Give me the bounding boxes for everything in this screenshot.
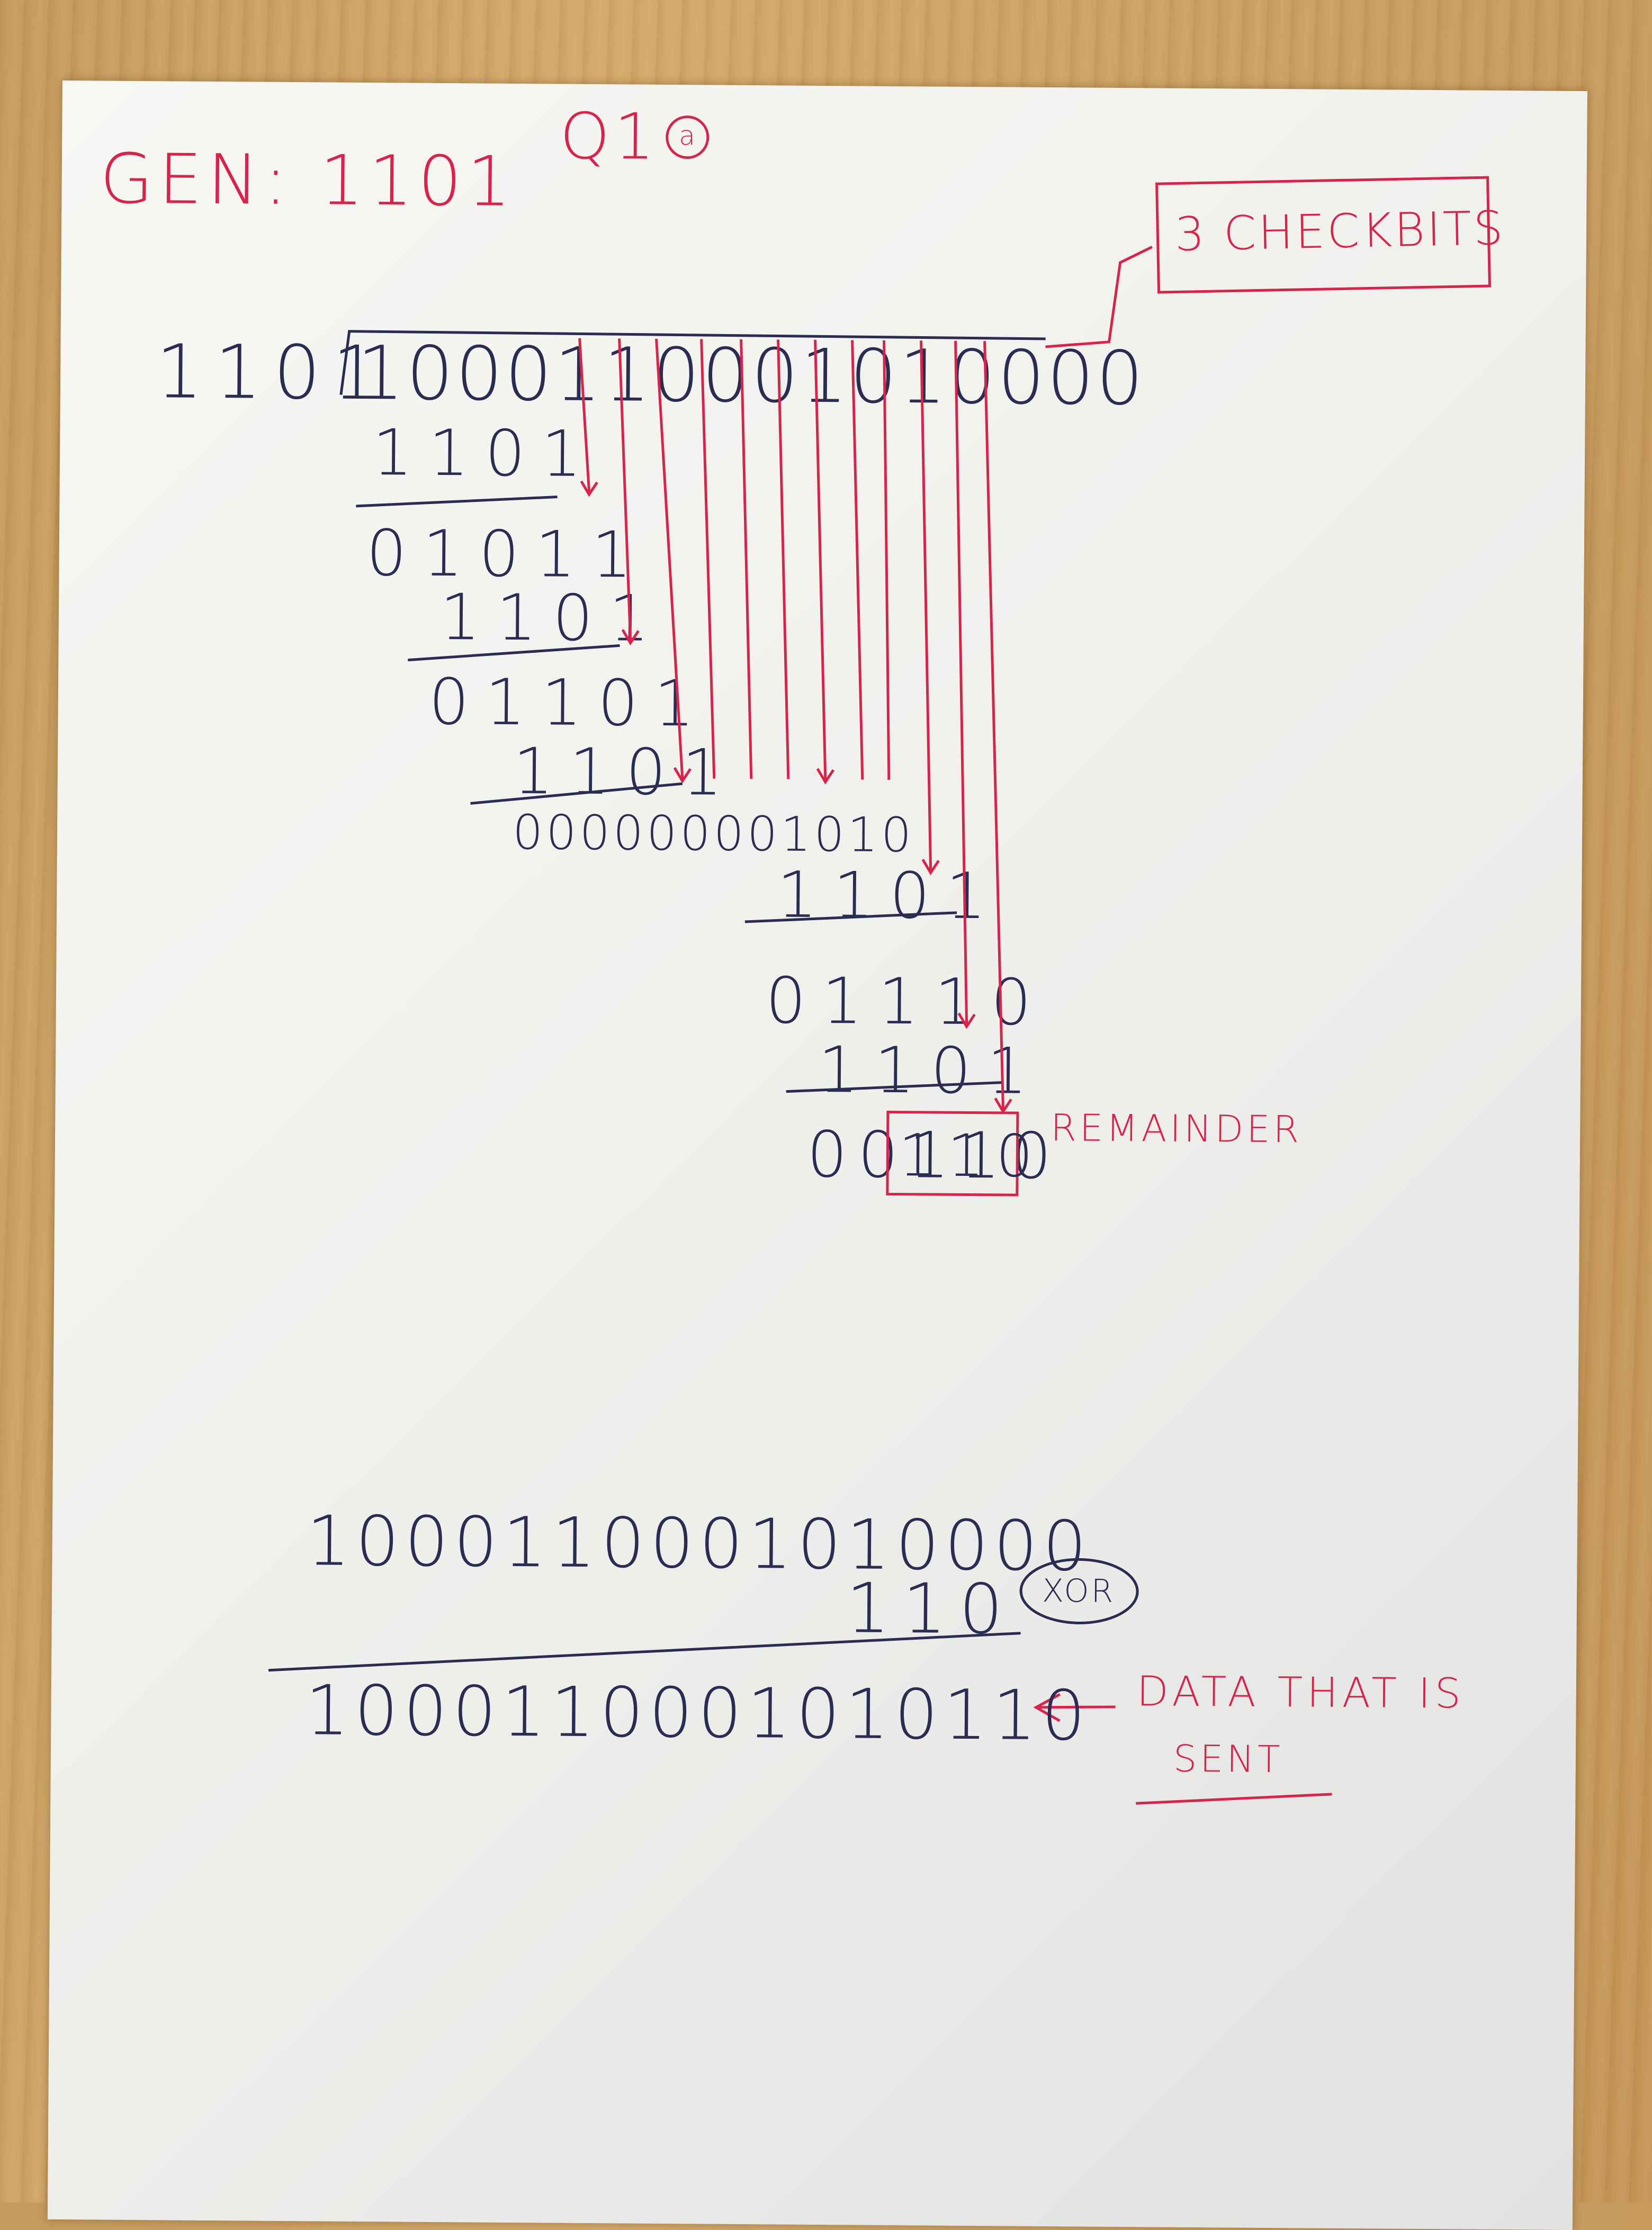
xor-circle (1019, 1558, 1139, 1624)
xor-label: XOR (1042, 1572, 1116, 1610)
division-bar (339, 330, 1046, 395)
result-note: DATA THAT IS (1136, 1668, 1466, 1718)
result-arrow (1033, 1693, 1116, 1722)
xor-result: 1000110001010110 (304, 1670, 1091, 1756)
subtraction-lines (356, 496, 1003, 1093)
sent-underline (1136, 1793, 1332, 1805)
bring-down-arrows (578, 246, 1153, 1109)
result-note: SENT (1173, 1737, 1284, 1782)
arrow-heads (580, 480, 1012, 1114)
paper-sheet: GEN: 1101 Q1 a 3 CHECKBITS 1101 10001100… (47, 80, 1587, 2230)
xor-operand-remainder: 110 (846, 1568, 1016, 1650)
xor-sum-line (268, 1632, 1021, 1672)
ink-strokes (268, 246, 1332, 1805)
